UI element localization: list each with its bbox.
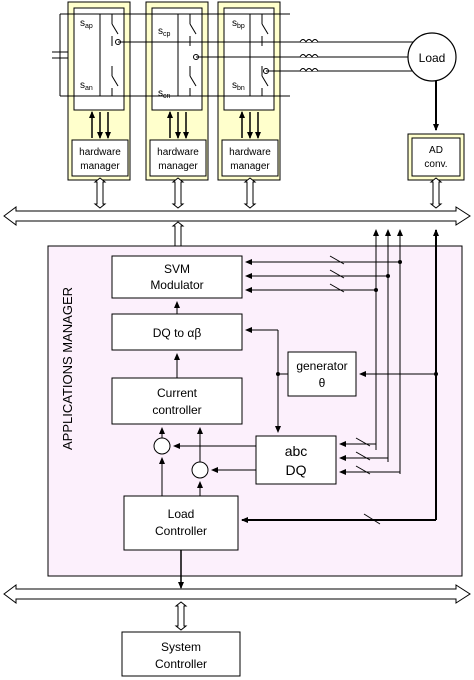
lower-bus bbox=[3, 584, 471, 631]
switch-symbols bbox=[111, 14, 269, 96]
abc-dq-box bbox=[255, 435, 337, 485]
load-controller-line2: Controller bbox=[155, 524, 207, 538]
hw-manager-b-line1: hardware bbox=[229, 147, 271, 158]
summing-junction-2 bbox=[191, 461, 209, 479]
abc-dq-line2: DQ bbox=[286, 462, 307, 478]
current-controller-box bbox=[111, 377, 243, 425]
svm-modulator-box bbox=[111, 255, 243, 299]
applications-manager-label: APPLICATIONS MANAGER bbox=[60, 287, 75, 450]
abc-dq-line1: abc bbox=[285, 443, 308, 459]
current-controller-line2: controller bbox=[152, 403, 201, 417]
system-controller-line2: Controller bbox=[155, 657, 207, 671]
switch-sbp-label: sbp bbox=[232, 18, 245, 30]
load-label: Load bbox=[419, 51, 446, 65]
hw-signal-arrows bbox=[89, 111, 261, 139]
ad-conv-line1: AD bbox=[429, 145, 443, 156]
generator-line2: θ bbox=[319, 376, 326, 390]
switch-sbn-label: sbn bbox=[232, 80, 245, 92]
dq-to-ab-box bbox=[111, 313, 243, 351]
system-controller-line1: System bbox=[161, 640, 201, 654]
dq-to-ab-label: DQ to αβ bbox=[153, 326, 202, 340]
inverter-leg-b: sbp sbn hardware manager bbox=[217, 1, 281, 181]
current-controller-line1: Current bbox=[157, 386, 198, 400]
hw-manager-b-line2: manager bbox=[230, 161, 270, 172]
hw-manager-a-line1: hardware bbox=[79, 147, 121, 158]
switch-sap-label: sap bbox=[80, 18, 93, 30]
hw-manager-c-line2: manager bbox=[158, 161, 198, 172]
switch-scp-label: scp bbox=[158, 26, 171, 38]
hw-manager-a-line2: manager bbox=[80, 161, 120, 172]
svm-line1: SVM bbox=[164, 262, 190, 276]
svm-line2: Modulator bbox=[150, 278, 203, 292]
phase-lines bbox=[115, 39, 420, 74]
generator-line1: generator bbox=[296, 359, 347, 373]
hw-manager-c-line1: hardware bbox=[157, 147, 199, 158]
dc-bus bbox=[52, 13, 290, 97]
summing-junction-1 bbox=[153, 437, 171, 455]
system-controller-box bbox=[121, 631, 241, 677]
junction-dots bbox=[276, 260, 438, 376]
inverter-leg-c: scp scn hardware manager bbox=[145, 1, 209, 181]
ad-converter: AD conv. bbox=[407, 133, 465, 181]
load-controller-line1: Load bbox=[168, 507, 195, 521]
switch-san-label: san bbox=[80, 80, 93, 92]
load-controller-box bbox=[123, 495, 239, 551]
load: Load bbox=[407, 32, 457, 82]
ad-conv-line2: conv. bbox=[424, 159, 447, 170]
upper-bus bbox=[3, 177, 471, 251]
inverter-leg-a: sap san hardware manager bbox=[67, 1, 131, 181]
